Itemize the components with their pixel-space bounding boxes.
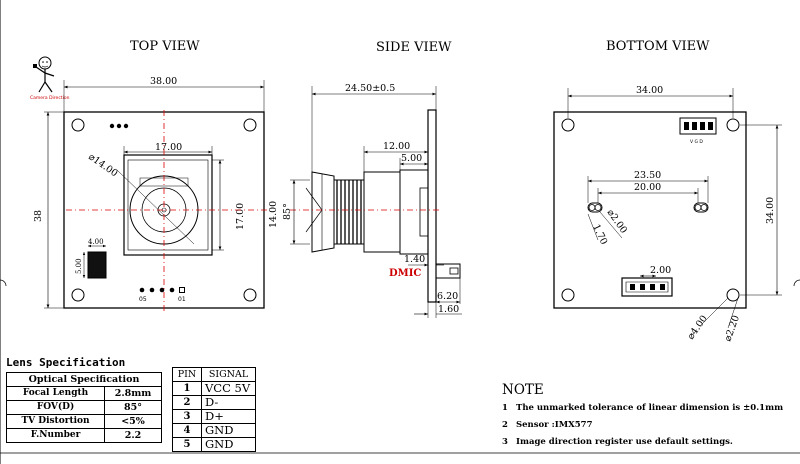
lens-spec-title: Lens Specification — [6, 356, 126, 369]
lens-spec-value: 2.2 — [104, 428, 162, 443]
top-view-title: TOP VIEW — [130, 39, 200, 54]
pin-number: 5 — [172, 437, 202, 452]
top-view: 38.00 38 17.00 17.00 ⌀14.00 — [33, 76, 268, 312]
bottom-connector-pins: V G D — [690, 139, 703, 145]
lens-spec-label: TV Distortion — [5, 414, 106, 429]
side-overall-dim: 24.50±0.5 — [345, 83, 395, 94]
top-lens-diameter-dim: ⌀14.00 — [86, 151, 119, 179]
bottom-dim-23-50: 23.50 — [634, 170, 661, 181]
top-connector-h-dim: 5.00 — [75, 258, 83, 274]
bottom-pcb-outline — [553, 111, 747, 309]
lens-spec-table: Optical Specification Focal Length 2.8mm… — [5, 372, 162, 443]
bottom-dim-20-00: 20.00 — [634, 182, 661, 193]
logo-caption: Camera Direction — [30, 95, 70, 101]
top-width-dim: 38.00 — [150, 76, 177, 87]
pin-number: 4 — [172, 423, 202, 438]
top-lens-width-dim: 17.00 — [155, 142, 182, 153]
pin-signal: D+ — [201, 409, 256, 424]
side-angle-dim: 85° — [282, 203, 293, 220]
note-number: 1 — [502, 403, 508, 413]
lens-spec-label: FOV(D) — [5, 400, 106, 415]
side-view: 85° 24.50±0.5 12.00 5.00 14.00 1.40 DMIC… — [268, 83, 462, 318]
note-number: 2 — [502, 420, 508, 430]
pin-number: 2 — [172, 395, 202, 410]
note-item: 3 Image direction register use default se… — [502, 437, 733, 447]
bottom-dim-2-20: ⌀2.20 — [722, 314, 742, 343]
frame-left-tick — [0, 279, 7, 287]
top-lens-holder — [123, 154, 213, 256]
pin-signal: GND — [201, 423, 256, 438]
side-dim-12: 12.00 — [383, 141, 410, 152]
top-connector — [87, 251, 107, 279]
lens-spec-value: 85° — [104, 400, 162, 415]
side-height-dim: 14.00 — [268, 201, 279, 228]
note-text: Image direction register use default set… — [516, 437, 733, 447]
note-text: Sensor :IMX577 — [516, 420, 593, 430]
top-pin-label-left: 05 — [139, 296, 147, 303]
lens-spec-value: <5% — [104, 414, 162, 429]
side-dim-5: 5.00 — [401, 153, 422, 164]
table-row: 4 GND — [172, 423, 256, 438]
frame-right-tick — [793, 279, 800, 287]
table-row: 2 D- — [172, 395, 256, 410]
logo-stick-figure — [33, 56, 55, 93]
side-dim-6-20: 6.20 — [437, 291, 458, 302]
table-row: 5 GND — [172, 437, 256, 452]
side-pcb — [427, 109, 437, 303]
pin-signal: GND — [201, 437, 256, 452]
note-title: NOTE — [502, 382, 544, 398]
bottom-height-dim: 34.00 — [765, 197, 776, 224]
note-item: 2 Sensor :IMX577 — [502, 420, 592, 430]
top-connector-w-dim: 4.00 — [88, 238, 104, 246]
pin-signal-table: PIN SIGNAL 1 VCC 5V 2 D- 3 D+ 4 GND 5 GN… — [172, 367, 256, 452]
table-row: F.Number 2.2 — [5, 428, 162, 443]
pin-signal: D- — [201, 395, 256, 410]
bottom-view-title: BOTTOM VIEW — [606, 39, 710, 54]
bottom-dim-1-70: 1.70 — [590, 223, 609, 247]
note-number: 3 — [502, 437, 508, 447]
table-row: 3 D+ — [172, 409, 256, 424]
table-row: TV Distortion <5% — [5, 414, 162, 429]
lens-spec-value: 2.8mm — [104, 386, 162, 401]
bottom-width-dim: 34.00 — [636, 85, 663, 96]
pin-header: PIN — [172, 367, 202, 382]
bottom-bottom-connector — [621, 277, 673, 297]
note-text: The unmarked tolerance of linear dimensi… — [516, 403, 784, 413]
bottom-view: 34.00 34.00 V G D 23.50 20.00 ⌀2.00 — [553, 85, 782, 343]
top-height-dim: 38 — [33, 210, 44, 222]
side-dim-1-60: 1.60 — [438, 304, 459, 315]
signal-header: SIGNAL — [201, 367, 256, 382]
lens-spec-label: F.Number — [5, 428, 106, 443]
top-lens-height-dim: 17.00 — [235, 203, 246, 230]
side-dmic-label: DMIC — [389, 268, 421, 279]
table-row: FOV(D) 85° — [5, 400, 162, 415]
lens-spec-label: Focal Length — [5, 386, 106, 401]
pin-number: 1 — [172, 381, 202, 396]
top-pin-label-right: 01 — [178, 296, 186, 303]
note-item: 1 The unmarked tolerance of linear dimens… — [502, 403, 783, 413]
table-row: Focal Length 2.8mm — [5, 386, 162, 401]
lens-spec-header: Optical Specification — [6, 372, 162, 387]
pin-number: 3 — [172, 409, 202, 424]
side-dim-1-40: 1.40 — [404, 254, 425, 265]
table-row: 1 VCC 5V — [172, 381, 256, 396]
bottom-mount-hole-dim: ⌀4.00 — [685, 313, 709, 341]
pin-signal: VCC 5V — [201, 381, 256, 396]
side-view-title: SIDE VIEW — [376, 40, 452, 55]
bottom-dim-2-00: 2.00 — [650, 265, 671, 276]
